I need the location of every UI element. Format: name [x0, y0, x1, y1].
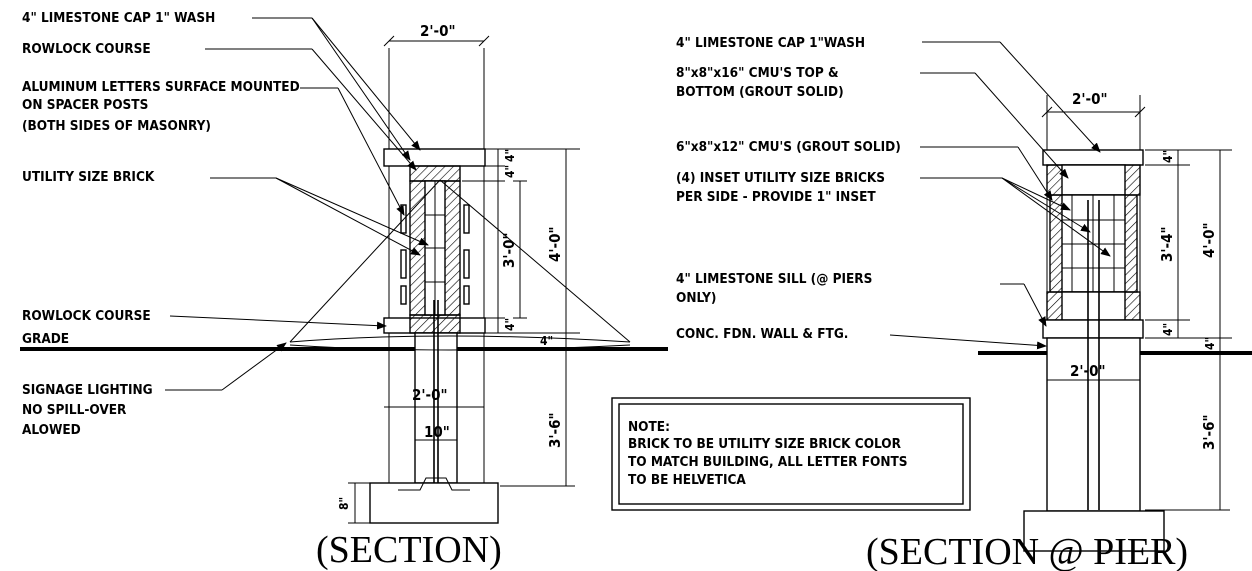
label-pier-cmu16-1: 8"x8"x16" CMU'S TOP & — [676, 65, 839, 81]
note-line-1: BRICK TO BE UTILITY SIZE BRICK COLOR — [628, 436, 902, 452]
limestone-cap-right — [1042, 149, 1144, 166]
label-pier-limestone-cap: 4" LIMESTONE CAP 1"WASH — [676, 35, 865, 51]
dim-wall-thk-left: 10" — [424, 423, 450, 441]
label-pier-sill-2: ONLY) — [676, 290, 716, 306]
limestone-cap-left — [383, 148, 486, 167]
dim-footing-width-right: 2'-0" — [1070, 362, 1106, 380]
dim-depth-right: 3'-6" — [1200, 414, 1218, 450]
label-lighting-3: ALOWED — [22, 422, 81, 438]
pier-detail: 4" LIMESTONE CAP 1"WASH 8"x8"x16" CMU'S … — [676, 35, 1252, 571]
label-aluminum-letters-3: (BOTH SIDES OF MASONRY) — [22, 118, 211, 134]
label-rowlock-top: ROWLOCK COURSE — [22, 41, 151, 57]
label-pier-foundation: CONC. FDN. WALL & FTG. — [676, 326, 848, 342]
rowlock-top-left — [409, 165, 461, 182]
footing-left — [369, 482, 499, 524]
foundation-wall-right — [1046, 337, 1141, 512]
dim-footing-width-left: 2'-0" — [412, 386, 448, 404]
leaders-left — [165, 17, 429, 391]
title-section: (SECTION) — [316, 529, 502, 571]
label-aluminum-letters-2: ON SPACER POSTS — [22, 97, 148, 113]
label-rowlock-bottom: ROWLOCK COURSE — [22, 308, 151, 324]
leaders-right — [889, 41, 1111, 350]
label-lighting-1: SIGNAGE LIGHTING — [22, 382, 153, 398]
dim-wall-height-right: 3'-4" — [1158, 226, 1176, 262]
dim-overall-height-right: 4'-0" — [1200, 222, 1218, 258]
dim-overall-height-left: 4'-0" — [546, 226, 564, 262]
note-heading: NOTE: — [628, 419, 670, 435]
limestone-sill-right — [1042, 319, 1144, 339]
dim-grade-gap-right: 4" — [1203, 337, 1217, 350]
dimensions-left — [348, 35, 580, 524]
note-line-3: TO BE HELVETICA — [628, 472, 746, 488]
dim-cap-right: 4" — [1161, 150, 1175, 163]
label-pier-cmu16-2: BOTTOM (GROUT SOLID) — [676, 84, 844, 100]
dimensions-right — [1041, 106, 1232, 511]
dim-cap-left: 4" — [503, 149, 517, 162]
dim-rowlock-low-left: 4" — [503, 318, 517, 331]
label-pier-cmu12: 6"x8"x12" CMU'S (GROUT SOLID) — [676, 139, 901, 155]
section-detail: 4" LIMESTONE CAP 1" WASH ROWLOCK COURSE … — [20, 10, 668, 571]
dim-width-top-right: 2'-0" — [1072, 90, 1108, 108]
label-pier-sill-1: 4" LIMESTONE SILL (@ PIERS — [676, 271, 872, 287]
label-lighting-2: NO SPILL-OVER — [22, 402, 127, 418]
dim-grade-gap-left: 4" — [540, 334, 553, 348]
label-grade: GRADE — [22, 331, 69, 347]
dim-sill-right: 4" — [1161, 323, 1175, 336]
footing-right — [1023, 510, 1165, 552]
label-pier-inset-1: (4) INSET UTILITY SIZE BRICKS — [676, 170, 885, 186]
note-box: NOTE: BRICK TO BE UTILITY SIZE BRICK COL… — [611, 397, 971, 511]
title-section-at-pier: (SECTION @ PIER) — [866, 531, 1188, 571]
label-utility-brick: UTILITY SIZE BRICK — [22, 169, 155, 185]
note-line-2: TO MATCH BUILDING, ALL LETTER FONTS — [628, 454, 908, 470]
dim-rowlock-left: 4" — [503, 165, 517, 178]
label-aluminum-letters-1: ALUMINUM LETTERS SURFACE MOUNTED — [22, 79, 300, 95]
dim-width-top-left: 2'-0" — [420, 22, 456, 40]
dim-depth-left: 3'-6" — [546, 412, 564, 448]
dim-footing-thk-left: 8" — [337, 497, 351, 510]
label-limestone-cap: 4" LIMESTONE CAP 1" WASH — [22, 10, 215, 26]
dim-wall-height-left: 3'-0" — [500, 232, 518, 268]
foundation-wall-left — [414, 332, 458, 484]
label-pier-inset-2: PER SIDE - PROVIDE 1" INSET — [676, 189, 876, 205]
